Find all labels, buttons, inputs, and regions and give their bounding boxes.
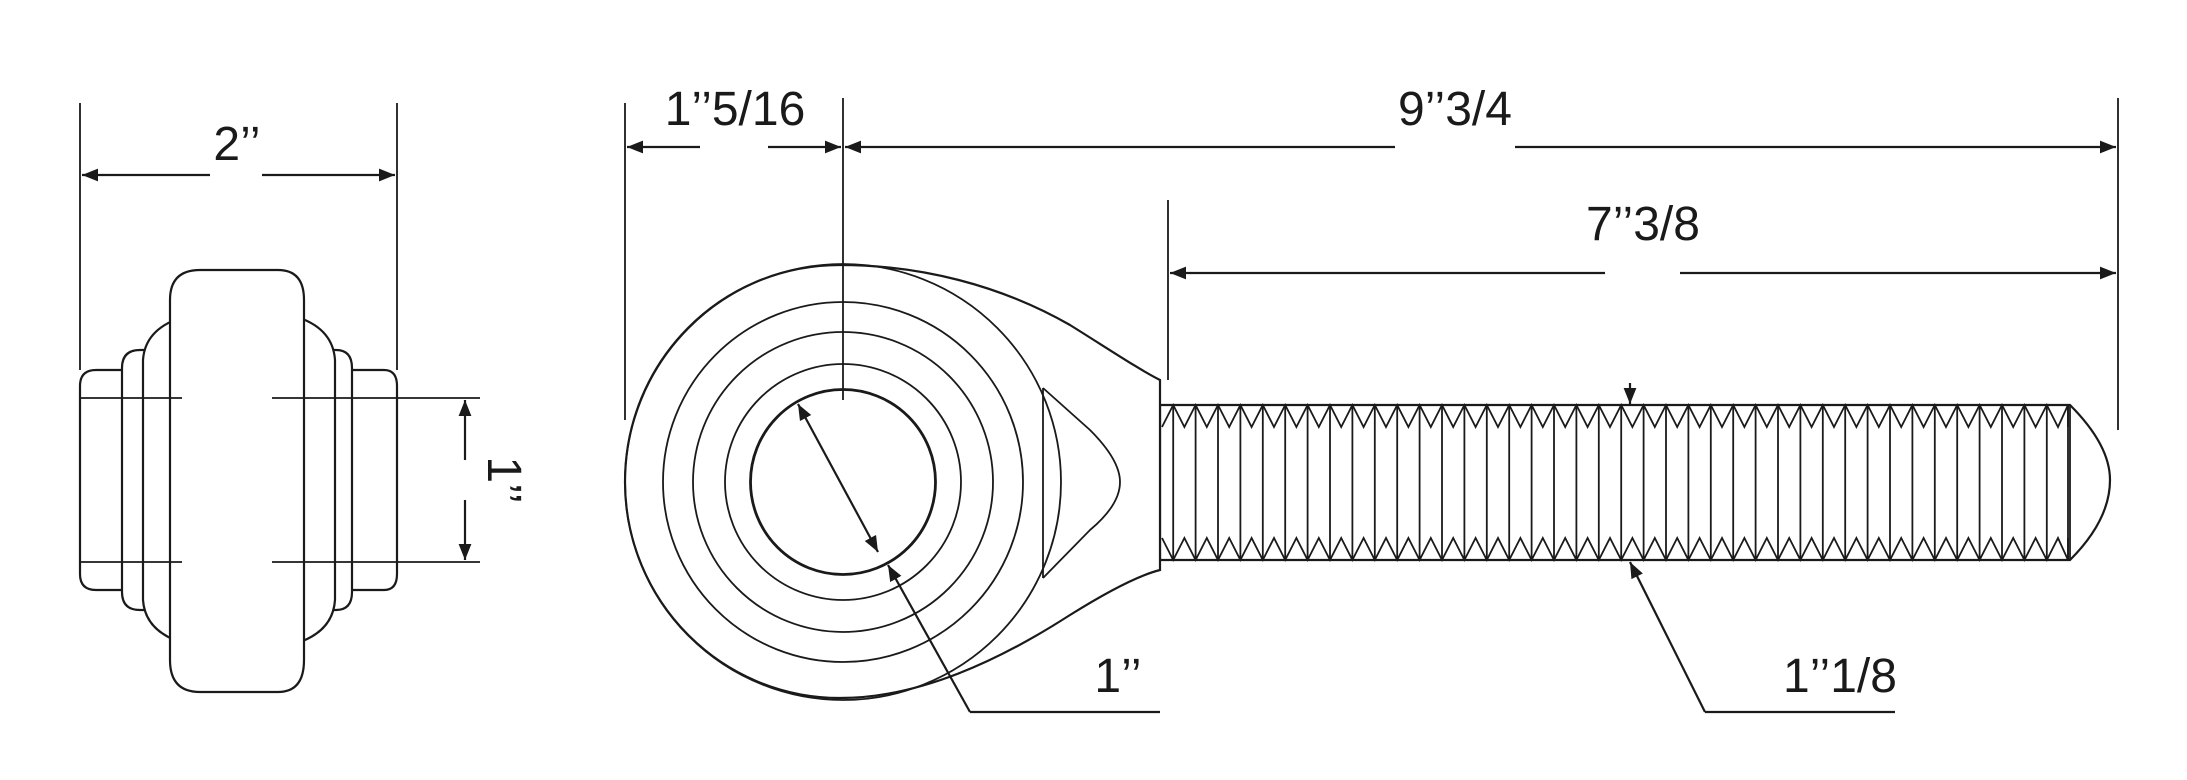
side-height-label: 1’’ — [477, 456, 530, 503]
eye-offset-label: 1’’5/16 — [665, 83, 806, 136]
thread-length-label: 7’’3/8 — [1586, 198, 1700, 251]
bore-leader-arrow — [887, 564, 971, 713]
thread-diameter-label: 1’’1/8 — [1783, 650, 1897, 703]
threaded-shank — [1158, 403, 2112, 562]
side-housing — [168, 268, 306, 694]
side-width-label: 2’’ — [213, 118, 260, 171]
thread-diameter-leader-arrow — [1629, 561, 1706, 713]
front-view: 1’’5/16 9’’3/4 7’’3/8 1’’ 1’’1/8 — [623, 83, 2119, 714]
thread-teeth — [1161, 403, 2069, 562]
thread-crest-lines — [1172, 405, 2069, 560]
bore-label: 1’’ — [1094, 650, 1141, 703]
side-view: 2’’ 1’’ — [78, 103, 530, 694]
overall-length-label: 9’’3/4 — [1398, 83, 1512, 136]
side-stub-left — [78, 368, 132, 592]
neck-taper-outline — [1042, 387, 1121, 579]
rod-end-eye — [623, 263, 1162, 700]
bore-diameter-arrow — [797, 403, 879, 553]
